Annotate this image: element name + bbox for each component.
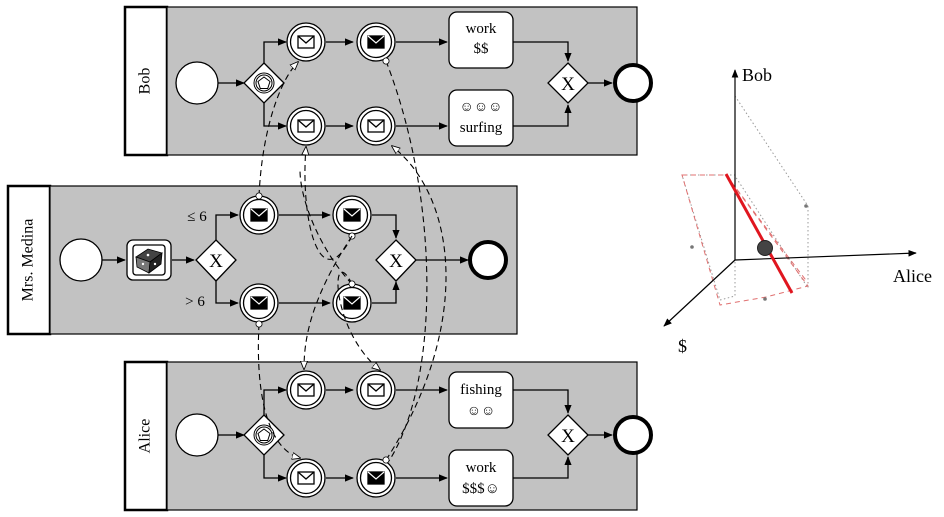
- pool-medina: Mrs. Medina: [6, 184, 518, 336]
- alice-exclusive-gateway: X: [547, 414, 589, 456]
- alice-axis: [734, 249, 917, 261]
- envelope-catch-icon: [297, 471, 315, 485]
- bob-receive-lower-2: [356, 106, 396, 146]
- svg-text:☺☺: ☺☺: [467, 404, 496, 419]
- bob-task-surfing: ☺☺☺ surfing: [448, 89, 514, 147]
- svg-text:X: X: [561, 74, 575, 95]
- svg-text:work: work: [466, 21, 497, 37]
- alice-task-work: work $$$☺: [448, 449, 514, 507]
- envelope-throw-icon: [367, 471, 385, 485]
- medina-dice-task: [126, 239, 172, 281]
- svg-text:surfing: surfing: [460, 120, 503, 136]
- solution-line: [724, 173, 794, 294]
- alice-task-fishing: fishing ☺☺: [448, 371, 514, 429]
- bob-task-work: work $$: [448, 11, 514, 69]
- svg-text:X: X: [561, 426, 575, 447]
- condition-upper: ≤ 6: [187, 209, 207, 225]
- axis-label-alice: Alice: [893, 266, 932, 286]
- alice-receive-upper: [286, 370, 326, 410]
- svg-text:X: X: [389, 251, 403, 272]
- dice-icon: [132, 244, 166, 276]
- medina-split-gateway: X: [195, 239, 237, 282]
- envelope-throw-icon: [367, 35, 385, 49]
- svg-text:X: X: [209, 251, 223, 272]
- bob-start-event: [175, 61, 219, 105]
- medina-end-event: [468, 240, 508, 280]
- alice-receive-upper-2: [356, 370, 396, 410]
- bob-exclusive-gateway: X: [547, 62, 589, 104]
- envelope-catch-icon: [297, 119, 315, 133]
- axes-3d: Bob Alice $: [663, 65, 932, 356]
- alice-end-event: [613, 415, 653, 455]
- solution-point: [757, 240, 773, 256]
- envelope-catch-icon: [297, 383, 315, 397]
- medina-send-upper: [239, 195, 279, 235]
- money-axis: [663, 259, 736, 327]
- svg-text:☺☺☺: ☺☺☺: [460, 100, 503, 115]
- axis-label-bob: Bob: [742, 65, 772, 85]
- pool-label-alice: Alice: [137, 419, 154, 454]
- envelope-throw-icon: [250, 296, 268, 310]
- envelope-catch-icon: [367, 119, 385, 133]
- envelope-throw-icon: [343, 296, 361, 310]
- svg-text:$$: $$: [474, 41, 490, 57]
- medina-send-upper-2: [332, 195, 372, 235]
- envelope-throw-icon: [250, 208, 268, 222]
- envelope-catch-icon: [297, 35, 315, 49]
- dashed-plane: [681, 174, 809, 306]
- message-flows: [258, 57, 447, 461]
- condition-lower: > 6: [185, 294, 205, 310]
- alice-receive-lower: [286, 458, 326, 498]
- axis-label-money: $: [678, 336, 687, 356]
- alice-send-lower: [356, 458, 396, 498]
- envelope-catch-icon: [367, 383, 385, 397]
- bob-receive-upper: [286, 22, 326, 62]
- bob-end-event: [613, 63, 653, 103]
- pool-label-medina: Mrs. Medina: [20, 219, 37, 302]
- svg-text:$$$☺: $$$☺: [462, 481, 500, 497]
- pool-label-bob: Bob: [137, 68, 154, 95]
- medina-send-lower: [239, 283, 279, 323]
- alice-start-event: [175, 413, 219, 457]
- dotted-plane: [681, 94, 809, 301]
- medina-start-event: [59, 238, 103, 282]
- envelope-throw-icon: [343, 208, 361, 222]
- bob-receive-lower: [286, 106, 326, 146]
- svg-text:fishing: fishing: [460, 382, 502, 398]
- svg-text:work: work: [466, 460, 497, 476]
- bob-send-upper: [356, 22, 396, 62]
